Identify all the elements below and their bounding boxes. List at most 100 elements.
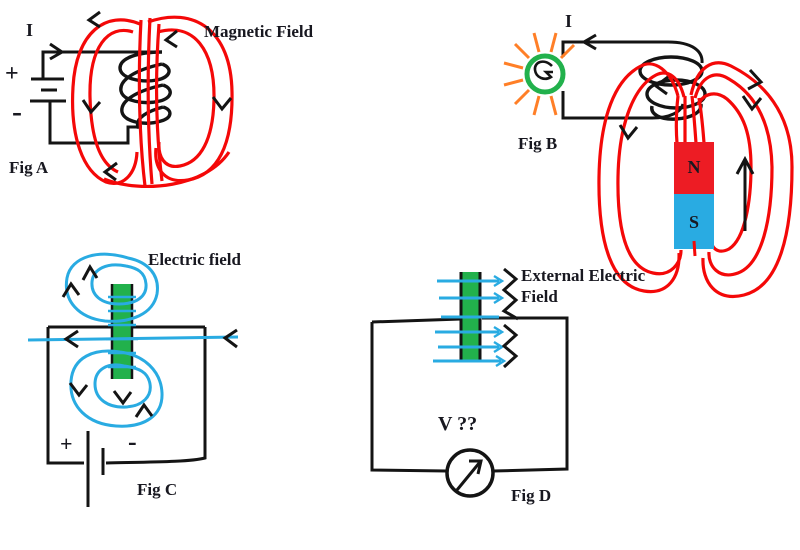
arrowhead-icon bbox=[134, 402, 154, 418]
arrowhead-icon bbox=[653, 75, 669, 96]
fig-c-caption: Fig C bbox=[137, 480, 178, 499]
fig-a-caption: Fig A bbox=[9, 158, 49, 177]
field-line bbox=[103, 151, 231, 189]
current-arrow-icon bbox=[49, 42, 65, 61]
fig-c-electric-field-lines bbox=[27, 252, 239, 428]
fig-a-drawing bbox=[30, 10, 234, 189]
bulb-filament bbox=[533, 60, 554, 81]
arrowhead-icon bbox=[493, 325, 505, 339]
field-line bbox=[692, 240, 697, 257]
fig-b-current-label: I bbox=[565, 11, 573, 31]
arrowhead-icon bbox=[747, 68, 764, 91]
fig-c-antenna-borders bbox=[110, 284, 134, 379]
field-loop bbox=[64, 252, 159, 323]
arrowhead-icon bbox=[222, 328, 238, 349]
fig-a-current-label: I bbox=[26, 20, 34, 40]
wire bbox=[561, 40, 704, 64]
wire bbox=[41, 50, 162, 79]
fig-b-magnetic-field-lines bbox=[597, 61, 794, 298]
wire bbox=[371, 317, 462, 324]
antenna-rungs bbox=[106, 295, 138, 369]
wire bbox=[561, 91, 685, 120]
field-line bbox=[696, 92, 753, 253]
field-line bbox=[137, 19, 147, 187]
meter-needle bbox=[455, 461, 482, 491]
field-loop bbox=[69, 349, 164, 428]
arrowhead-icon bbox=[81, 99, 102, 115]
field-loop bbox=[90, 263, 148, 306]
fig-a-magnetic-field-lines bbox=[70, 15, 234, 189]
fig-d-meter-label: V ?? bbox=[438, 413, 478, 435]
arrowhead-icon bbox=[618, 124, 639, 141]
field-line bbox=[146, 17, 154, 185]
blue-arrow-tips bbox=[493, 274, 507, 368]
fig-a-coil-icon bbox=[118, 50, 172, 129]
field-line bbox=[597, 62, 681, 294]
fig-a-plus-label: + bbox=[5, 61, 19, 87]
meter-needle-arrowhead bbox=[469, 459, 483, 475]
fig-d-field-label-line2: Field bbox=[521, 287, 558, 306]
field-line bbox=[689, 61, 794, 298]
fig-a-circuit-wire bbox=[30, 42, 162, 145]
fig-c-antenna-bar bbox=[112, 284, 132, 379]
field-loop bbox=[93, 363, 152, 409]
chevron-zigzag-icon bbox=[501, 323, 519, 369]
magnet-north-pole bbox=[674, 142, 714, 194]
field-line bbox=[157, 28, 216, 169]
arrowhead-icon bbox=[68, 382, 89, 398]
wire bbox=[482, 316, 569, 473]
fig-b-bulb-icon bbox=[503, 32, 576, 116]
fig-d-voltmeter-icon bbox=[445, 448, 495, 498]
bulb-rays bbox=[503, 32, 576, 116]
arrowhead-icon bbox=[86, 10, 101, 29]
arrowhead-icon bbox=[102, 161, 118, 182]
chevron-zigzag-icon bbox=[501, 267, 519, 321]
fig-a-minus-label: - bbox=[12, 95, 22, 128]
ray bbox=[532, 95, 541, 116]
coil-loop bbox=[135, 105, 164, 129]
arrowhead-icon bbox=[495, 354, 507, 368]
wire bbox=[46, 327, 84, 465]
field-line bbox=[674, 95, 680, 144]
fig-b-caption: Fig B bbox=[518, 134, 558, 153]
fig-d-caption: Fig D bbox=[511, 486, 552, 505]
coil-loop bbox=[118, 50, 171, 83]
fig-d-external-field-lines bbox=[433, 274, 507, 368]
field-line bbox=[693, 73, 774, 277]
ray bbox=[532, 32, 541, 53]
ray bbox=[549, 32, 558, 53]
fig-c-drawing bbox=[27, 252, 239, 507]
ray bbox=[513, 88, 531, 106]
arrowhead-icon bbox=[211, 96, 233, 112]
ray bbox=[559, 43, 576, 60]
arrowhead-icon bbox=[61, 281, 81, 298]
wire bbox=[370, 322, 448, 473]
fig-c-field-label: Electric field bbox=[148, 250, 241, 269]
fig-a-field-label: Magnetic Field bbox=[204, 22, 314, 41]
fig-d-drawing bbox=[370, 267, 569, 498]
fig-b-magnet bbox=[674, 142, 714, 257]
field-line bbox=[690, 95, 698, 144]
fig-c-field-arrows bbox=[61, 264, 238, 418]
field-line bbox=[147, 15, 234, 183]
arrowhead-icon bbox=[493, 274, 505, 288]
fig-d-field-arrows bbox=[501, 267, 519, 369]
field-line bbox=[88, 28, 134, 174]
arrowhead-icon bbox=[493, 340, 505, 354]
fig-b-coil-icon bbox=[638, 55, 707, 121]
field-line bbox=[155, 23, 164, 182]
fig-d-circuit-wire bbox=[370, 316, 569, 473]
wire bbox=[48, 101, 142, 145]
fig-c-plus-label: + bbox=[60, 431, 73, 456]
magnet-south-pole bbox=[674, 194, 714, 249]
arrowhead-icon bbox=[493, 291, 505, 305]
fig-c-minus-label: - bbox=[128, 427, 137, 456]
magnet-south-label: S bbox=[688, 212, 699, 232]
fig-b-drawing bbox=[503, 32, 794, 298]
ray bbox=[549, 95, 558, 116]
arrowhead-icon bbox=[63, 329, 79, 349]
ray bbox=[513, 42, 531, 60]
up-arrow-icon bbox=[735, 155, 755, 175]
